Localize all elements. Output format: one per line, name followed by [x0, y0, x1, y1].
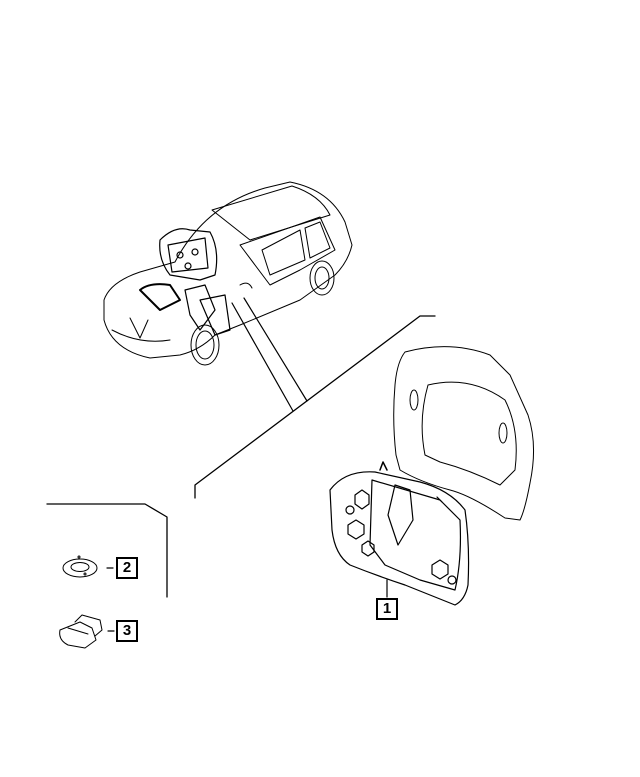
- leader-line: [243, 297, 308, 402]
- callout-1[interactable]: 1: [376, 598, 398, 620]
- open-hood-illustration: [139, 228, 231, 336]
- leader-line: [231, 302, 294, 412]
- push-pin-illustration: [62, 555, 98, 578]
- callout-2[interactable]: 2: [116, 557, 138, 579]
- detail-frame-line: [46, 503, 168, 598]
- frame-line: [194, 315, 436, 499]
- hood-outer-illustration: [393, 346, 535, 521]
- insulator-panel-illustration: [329, 461, 470, 606]
- clip-illustration: [59, 614, 103, 649]
- callout-3[interactable]: 3: [116, 620, 138, 642]
- vehicle-illustration: [103, 181, 353, 366]
